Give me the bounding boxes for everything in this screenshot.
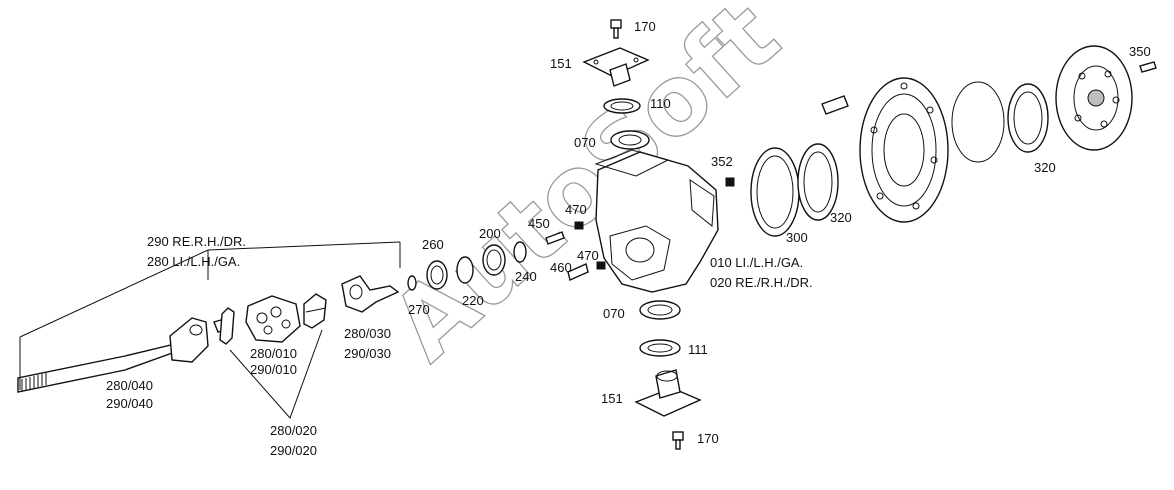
- ring-240: [513, 241, 527, 263]
- label-280-040: 280/040: [106, 378, 153, 393]
- snap-ring-220: [456, 256, 474, 284]
- wheel-hub: [859, 77, 949, 223]
- screw-170-bottom: [672, 431, 684, 450]
- o-ring: [951, 81, 1005, 163]
- label-290-re: 290 RE.R.H./DR.: [147, 234, 246, 249]
- label-280-020: 280/020: [270, 423, 317, 438]
- label-460: 460: [550, 260, 572, 275]
- label-020: 020 RE./R.H./DR.: [710, 275, 813, 290]
- label-290-040: 290/040: [106, 396, 153, 411]
- seal-260: [426, 260, 448, 290]
- label-320-left: 320: [830, 210, 852, 225]
- label-220: 220: [462, 293, 484, 308]
- king-pin-cap-151-bottom: [634, 369, 702, 417]
- bolt-450: [545, 231, 565, 245]
- label-280-010: 280/010: [250, 346, 297, 361]
- label-470-top: 470: [565, 202, 587, 217]
- bolt-350: [1139, 61, 1157, 73]
- label-070-top: 070: [574, 135, 596, 150]
- cross-leader-lines: [229, 329, 323, 419]
- double-joint-housing: [245, 295, 301, 343]
- label-290-020: 290/020: [270, 443, 317, 458]
- label-470-bottom: 470: [577, 248, 599, 263]
- plug-352: [725, 177, 735, 187]
- hub-cover: [1055, 45, 1133, 151]
- label-070-bottom: 070: [603, 306, 625, 321]
- label-270: 270: [408, 302, 430, 317]
- label-350: 350: [1129, 44, 1151, 59]
- label-170-top: 170: [634, 19, 656, 34]
- king-pin-cap-151-top: [582, 47, 650, 87]
- label-450: 450: [528, 216, 550, 231]
- part-labels: 170 151 110 070 352 350 320 320 300 010 …: [106, 19, 1151, 458]
- stud-bolt: [821, 95, 849, 115]
- label-170-bottom: 170: [697, 431, 719, 446]
- seal-111: [639, 339, 681, 357]
- screw-170-top: [610, 19, 622, 39]
- label-151-bottom: 151: [601, 391, 623, 406]
- label-010: 010 LI./L.H./GA.: [710, 255, 803, 270]
- universal-joint-cross-right: [303, 293, 327, 329]
- label-352: 352: [711, 154, 733, 169]
- universal-joint-cross-left: [213, 307, 235, 345]
- ring-270: [407, 275, 417, 291]
- label-240: 240: [515, 269, 537, 284]
- label-290-010: 290/010: [250, 362, 297, 377]
- stub-shaft-yoke: [341, 275, 400, 313]
- bearing-070-bottom: [639, 300, 681, 320]
- bolt-460: [567, 263, 589, 281]
- seal-300: [750, 147, 800, 237]
- nut-470-top: [574, 221, 584, 230]
- label-111: 111: [688, 342, 708, 357]
- seal-320-right: [1007, 83, 1049, 153]
- label-290-030: 290/030: [344, 346, 391, 361]
- bearing-070-top: [610, 130, 650, 150]
- seal-320-left: [797, 143, 839, 221]
- seal-110: [603, 98, 641, 114]
- axle-shaft: [17, 317, 209, 393]
- bearing-200: [482, 244, 506, 276]
- watermark-text: AutoSoft: [370, 0, 800, 382]
- label-280-030: 280/030: [344, 326, 391, 341]
- label-110: 110: [650, 96, 671, 111]
- label-151-top: 151: [550, 56, 572, 71]
- label-200: 200: [479, 226, 501, 241]
- nut-470-bottom: [596, 261, 606, 270]
- label-320-right: 320: [1034, 160, 1056, 175]
- label-260: 260: [422, 237, 444, 252]
- steering-knuckle-housing: [594, 149, 719, 293]
- label-300: 300: [786, 230, 808, 245]
- label-280-li: 280 LI./L.H./GA.: [147, 254, 240, 269]
